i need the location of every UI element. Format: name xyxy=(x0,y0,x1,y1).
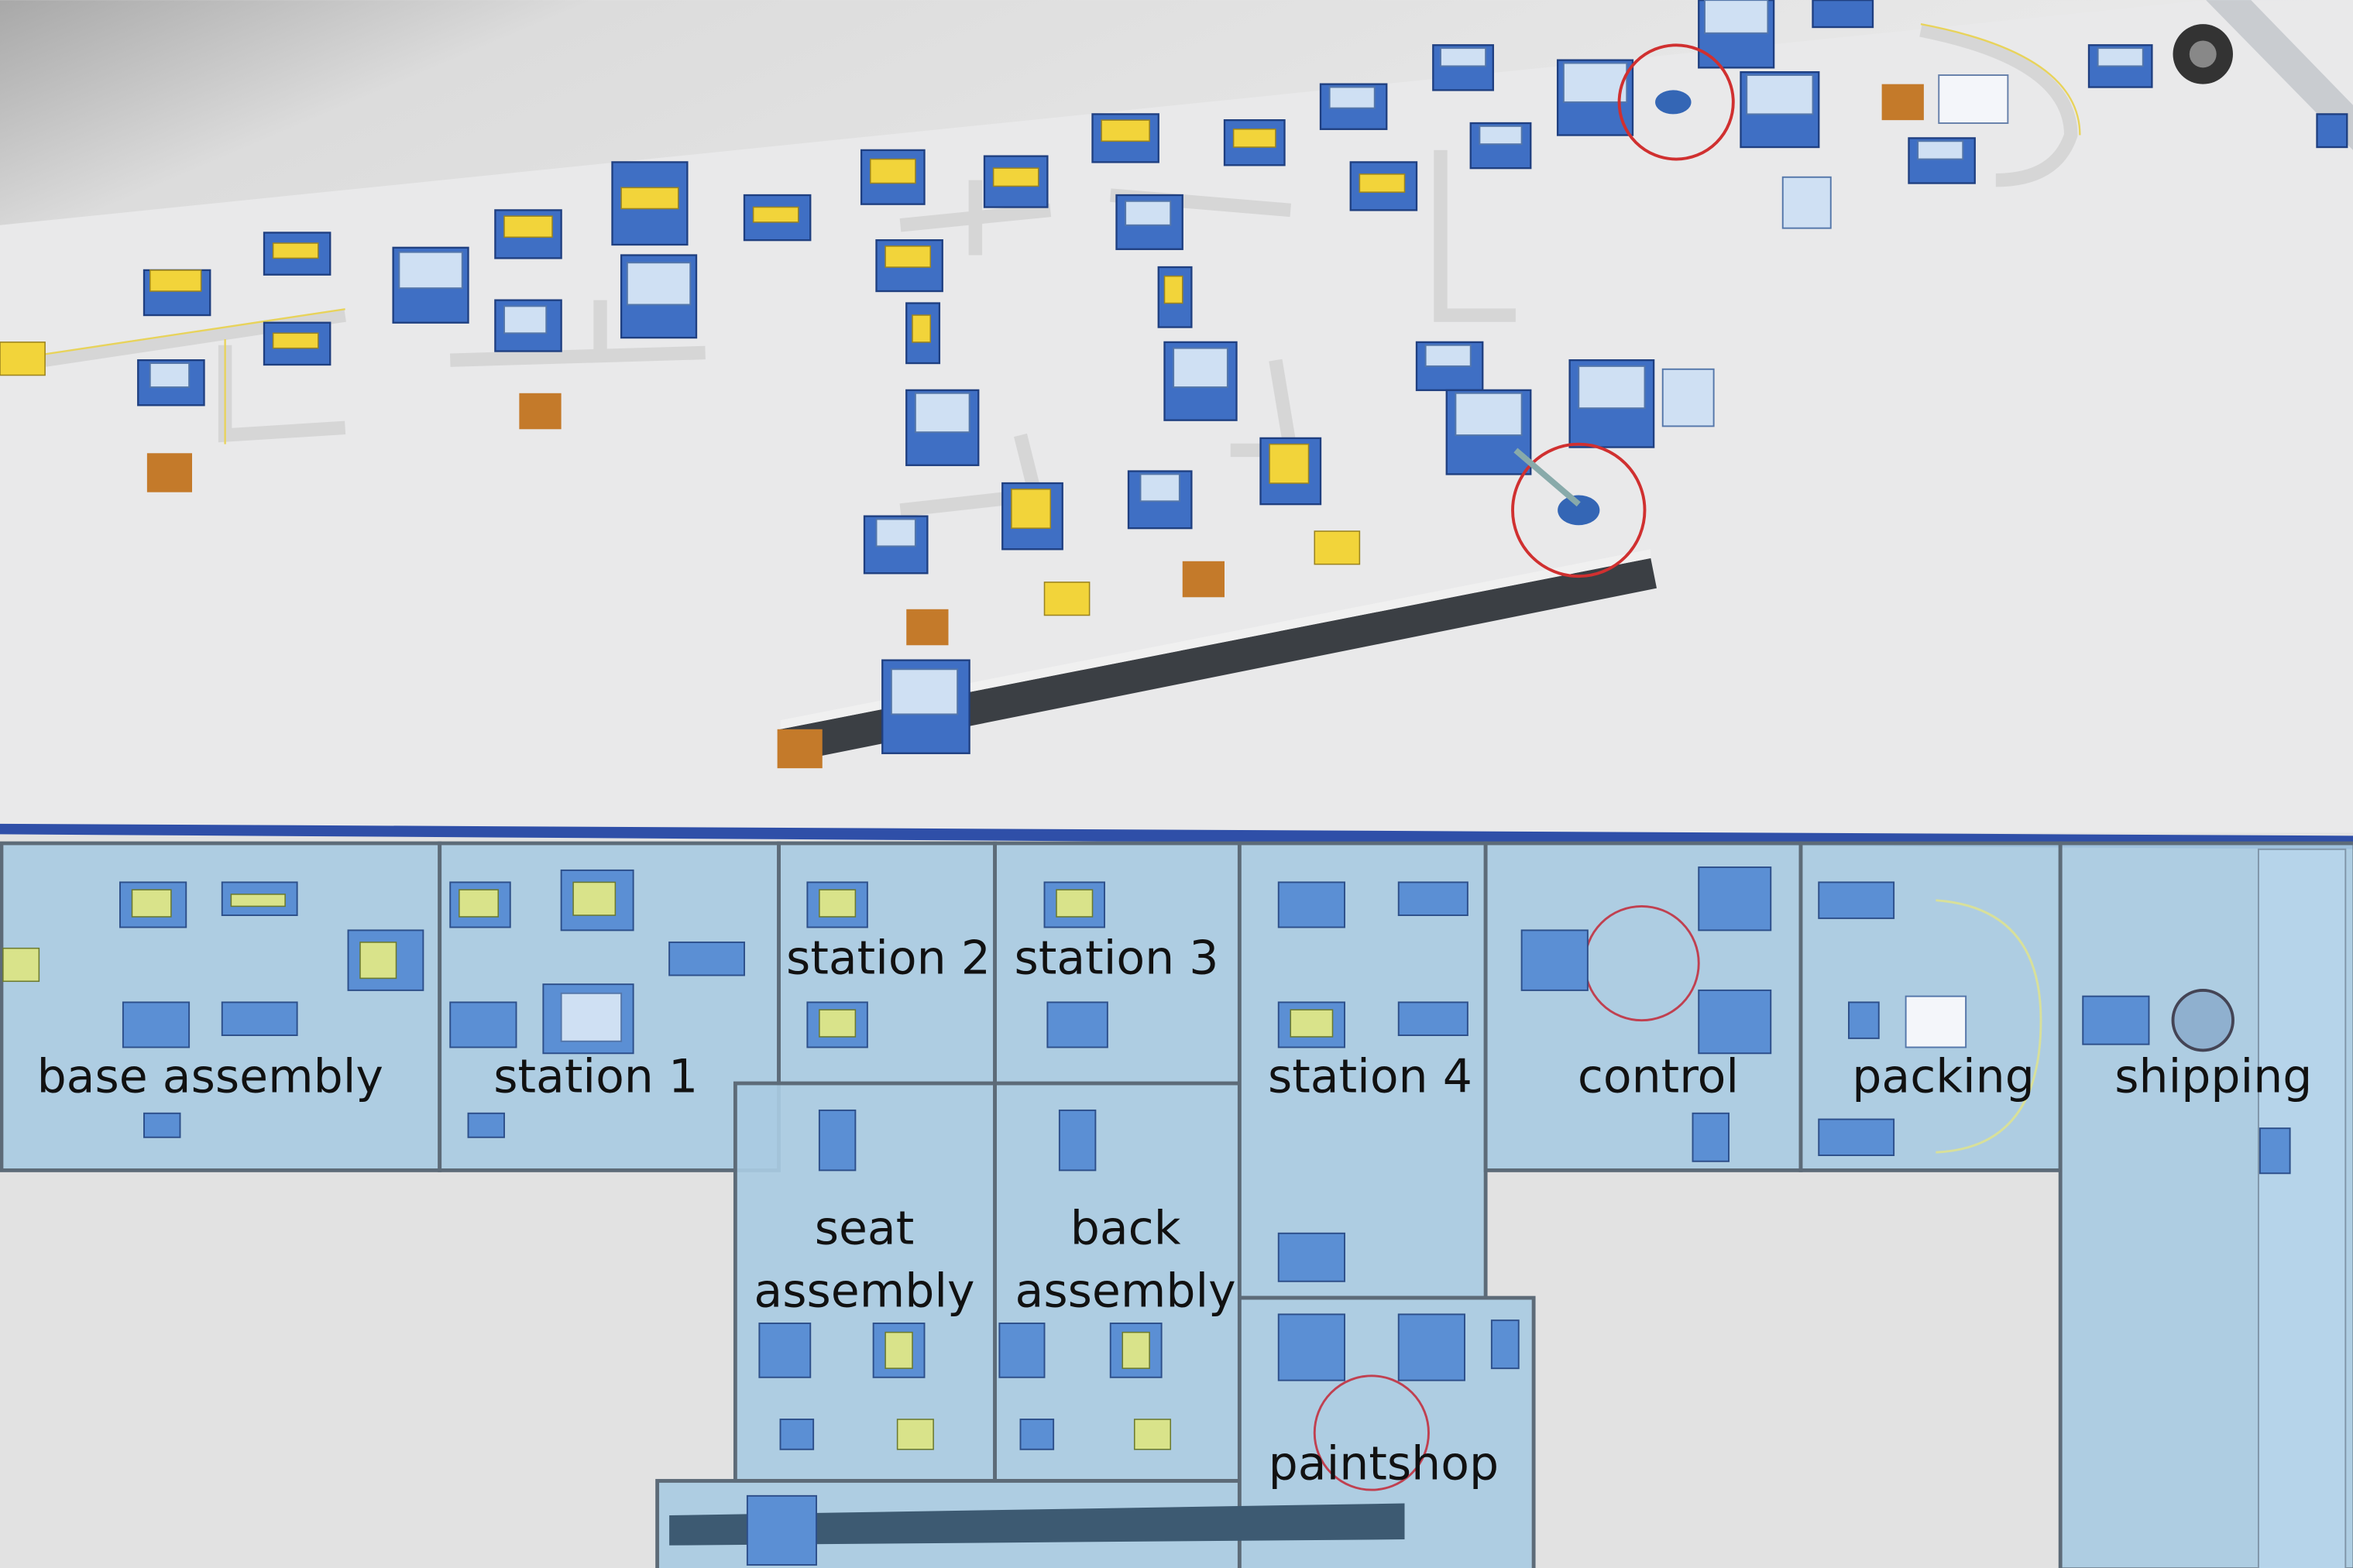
workstation xyxy=(1163,341,1238,421)
zone-label: station 2 xyxy=(786,932,991,986)
pallet xyxy=(519,393,562,430)
conveyor-belt xyxy=(777,549,1657,769)
zone-label: station 3 xyxy=(1015,932,1219,986)
workstation xyxy=(875,238,943,293)
workstation xyxy=(1432,44,1494,91)
workstation xyxy=(137,359,205,407)
tire xyxy=(2173,24,2233,84)
workstation xyxy=(263,232,331,276)
zone-label-line-2: assembly xyxy=(1015,1264,1236,1319)
zone-seat-assembly: seat assembly xyxy=(733,1081,997,1483)
3d-factory-view xyxy=(0,0,2353,833)
workstation xyxy=(392,246,469,324)
workstation xyxy=(1812,0,1874,29)
workstation xyxy=(143,269,211,317)
pallet xyxy=(1314,530,1361,565)
zone-base-assembly: base assembly xyxy=(0,841,442,1172)
zone-label: shipping xyxy=(2114,1050,2312,1104)
road xyxy=(2206,0,2353,150)
zone-label: station 1 xyxy=(493,1050,698,1104)
workstation xyxy=(1568,359,1655,448)
zone-back-assembly: back assembly xyxy=(993,1081,1242,1483)
workstation xyxy=(263,321,331,366)
pallet xyxy=(1043,582,1091,616)
workstation xyxy=(1319,83,1388,130)
workstation xyxy=(905,389,980,466)
zone-label: control xyxy=(1578,1050,1739,1104)
workstation xyxy=(494,209,562,259)
workstation xyxy=(494,299,562,352)
workstation xyxy=(1740,70,1820,149)
zone-packing: packing xyxy=(1798,841,2063,1172)
zone-shipping: shipping xyxy=(2058,841,2353,1568)
workstation xyxy=(1259,437,1322,506)
workstation xyxy=(1781,176,1832,229)
workstation xyxy=(905,302,941,365)
pallet xyxy=(0,341,46,376)
workstation xyxy=(1556,59,1634,136)
workstation xyxy=(863,515,929,575)
workstation xyxy=(860,149,926,205)
zone-label-line-2: assembly xyxy=(754,1264,974,1319)
workstation xyxy=(1157,266,1193,328)
zone-label: packing xyxy=(1852,1050,2035,1104)
packing-station xyxy=(1938,74,2009,125)
zone-station-4: station 4 xyxy=(1237,841,1488,1300)
zone-label: paintshop xyxy=(1269,1437,1499,1491)
workstation xyxy=(2087,44,2153,88)
workstation xyxy=(1223,118,1286,166)
workstation xyxy=(743,194,812,242)
workstation xyxy=(1001,482,1063,551)
workstation xyxy=(1349,161,1418,211)
pallet xyxy=(1182,561,1225,598)
robot-paintshop xyxy=(1511,442,1647,578)
workstation xyxy=(1415,341,1484,392)
zone-label: station 4 xyxy=(1268,1050,1472,1104)
workstation xyxy=(1115,194,1183,250)
machines xyxy=(0,0,2348,646)
zone-label-line-1: back xyxy=(1070,1201,1181,1255)
workstation xyxy=(611,161,689,246)
zone-plan: base assembly station 1 seat assembly ba… xyxy=(0,823,2353,1568)
pallet xyxy=(906,609,949,646)
zone-station-3: station 3 xyxy=(993,841,1242,1086)
robot-control xyxy=(1617,43,1735,161)
zone-label: base assembly xyxy=(37,1050,383,1104)
workstation xyxy=(1127,470,1193,530)
workstation xyxy=(1661,368,1715,427)
workstation xyxy=(1445,389,1532,475)
workstation xyxy=(1469,122,1532,170)
workstation xyxy=(1091,113,1159,163)
pallet xyxy=(1881,84,1924,121)
zone-label-line-1: seat xyxy=(815,1201,915,1255)
workstation xyxy=(1908,137,1976,184)
pallet xyxy=(146,453,192,492)
workstation xyxy=(620,254,698,339)
workstation xyxy=(983,155,1049,208)
plan-machines xyxy=(2,866,2291,1566)
shipping-truck xyxy=(2316,113,2348,149)
